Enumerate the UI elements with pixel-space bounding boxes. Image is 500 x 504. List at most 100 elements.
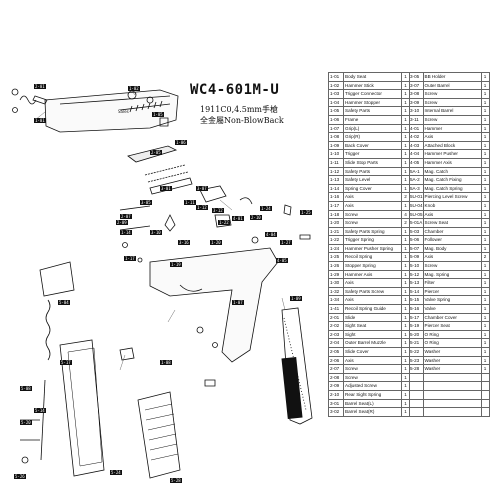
part-name: Piercing Level Screw (422, 192, 482, 202)
part-qty: 1 (480, 132, 490, 142)
callout-1-24: 1-24 (260, 206, 272, 211)
exploded-diagram: Sales (11, 82, 313, 483)
svg-text:Sales: Sales (118, 109, 129, 114)
part-name: Follower (422, 235, 482, 245)
callout-1-08: 1-08 (160, 360, 172, 365)
part-name: Piercer (422, 286, 482, 297)
grip-left-drawing (137, 391, 181, 479)
part-name: Trigger Connector (343, 89, 402, 99)
part-code: 5-21 (409, 338, 424, 348)
part-qty: 1 (401, 355, 410, 366)
part-code: 5-23 (409, 355, 424, 366)
part-qty: 2 (401, 192, 410, 202)
part-code: 3-11 (409, 114, 424, 125)
part-qty: 1 (480, 347, 490, 357)
part-code: 2-06 (328, 355, 344, 366)
part-code (409, 372, 424, 383)
part-qty: 1 (480, 295, 490, 306)
callout-4-04: 4-04 (265, 232, 277, 237)
part-code: 2-04 (328, 338, 344, 348)
part-qty: 1 (480, 166, 490, 177)
part-qty: 1 (480, 338, 490, 348)
callout-1-20: 1-20 (210, 240, 222, 245)
callout-1-05: 1-05 (152, 112, 164, 117)
part-qty: 1 (480, 114, 490, 125)
part-code: 5A-3 (409, 183, 424, 194)
part-code: 1-25 (328, 252, 344, 263)
part-name: O Ring (422, 329, 482, 340)
part-qty: 1 (480, 175, 490, 185)
part-qty: 1 (401, 235, 410, 245)
part-qty: 1 (480, 364, 490, 374)
part-code: 3-07 (409, 80, 424, 91)
part-qty: 1 (480, 72, 490, 82)
part-code: 1-01 (328, 72, 344, 82)
part-code: 5A-2 (409, 175, 424, 185)
part-qty: 1 (480, 235, 490, 245)
part-code: 5-01A (409, 218, 424, 228)
callout-1-12: 1-12 (196, 205, 208, 210)
part-name: Chamber Cover (422, 312, 482, 323)
part-name: Valve (422, 304, 482, 314)
part-qty: 4 (401, 209, 410, 220)
part-qty: 1 (401, 261, 410, 271)
part-name: Internal Barrel (422, 106, 482, 116)
part-name: Axis (343, 355, 402, 366)
part-name: Recoil Spring Guide (343, 304, 402, 314)
recoil-assembly-drawing (11, 88, 48, 113)
part-code: 5-22 (409, 347, 424, 357)
part-code: 1-16 (328, 192, 344, 202)
part-code: 5-03 (409, 226, 424, 237)
part-code: 4-02 (409, 132, 424, 142)
part-qty (480, 389, 490, 400)
part-name: Filter (422, 278, 482, 288)
part-qty: 1 (401, 321, 410, 331)
part-qty: 1 (401, 166, 410, 177)
part-code: 5-19 (409, 321, 424, 331)
part-qty: 1 (480, 149, 490, 159)
part-qty: 1 (480, 226, 490, 237)
part-qty: 1 (480, 278, 490, 288)
part-qty: 1 (480, 140, 490, 151)
part-code: 1-10 (328, 149, 344, 159)
part-code: 5-09 (409, 252, 424, 263)
part-qty: 1 (480, 218, 490, 228)
part-name: Safety Parts (343, 106, 402, 116)
part-name: Axis (343, 200, 402, 211)
frame-drawing (149, 247, 279, 363)
part-qty: 1 (401, 114, 410, 125)
part-name: Barrel Seat(R) (343, 407, 402, 417)
callout-1-06: 1-06 (175, 140, 187, 145)
part-name: Axis (343, 278, 402, 288)
part-name: Screw Seat (422, 218, 482, 228)
part-code: 3-01 (328, 398, 344, 409)
part-qty: 1 (401, 175, 410, 185)
part-code: 1-26 (328, 261, 344, 271)
part-name: Screw (343, 372, 402, 383)
callout-2-07: 2-07 (120, 214, 132, 219)
part-code: 2-09 (328, 381, 344, 391)
part-qty: 1 (480, 329, 490, 340)
part-name: Screw (422, 89, 482, 99)
callout-2-09: 2-09 (116, 220, 128, 225)
callout-1-22: 1-22 (218, 220, 230, 225)
part-qty: 1 (401, 398, 410, 409)
diagram-subtitle-line2: 全金屬Non-BlowBack (200, 116, 284, 125)
part-qty: 1 (401, 243, 410, 254)
callout-1-19: 1-19 (170, 262, 182, 267)
part-qty: 1 (401, 286, 410, 297)
callout-4-01: 4-01 (232, 216, 244, 221)
